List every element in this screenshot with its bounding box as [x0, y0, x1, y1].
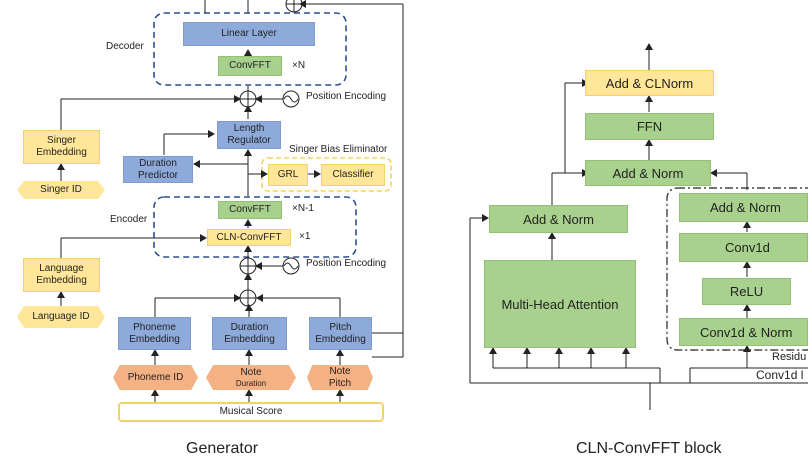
- note-pitch-line1: Note: [329, 365, 351, 377]
- conv1d-box: Conv1d: [679, 233, 808, 262]
- decoder-label: Decoder: [106, 41, 144, 52]
- conv1d-norm-box: Conv1d & Norm: [679, 318, 808, 346]
- grl-box: GRL: [268, 164, 308, 186]
- language-embedding-box: Language Embedding: [23, 258, 100, 292]
- singer-id-box: Singer ID: [17, 181, 105, 199]
- position-encoding-bottom-label: Position Encoding: [306, 258, 387, 269]
- generator-caption: Generator: [186, 440, 259, 457]
- multi-head-attention-box: Multi-Head Attention: [484, 260, 636, 348]
- note-pitch-box: Note Pitch: [307, 365, 373, 390]
- add-clnorm-box: Add & CLNorm: [585, 70, 714, 96]
- singer-embedding-box: Singer Embedding: [23, 130, 100, 164]
- linear-layer-box: Linear Layer: [183, 22, 315, 46]
- note-duration-line2: Duration: [235, 379, 267, 388]
- phoneme-embedding-box: Phoneme Embedding: [118, 317, 191, 350]
- residual-label: Residu: [772, 351, 807, 363]
- add-norm-right-box: Add & Norm: [679, 193, 808, 222]
- cln-block-caption: CLN-ConvFFT block: [576, 440, 722, 457]
- language-id-box: Language ID: [17, 306, 105, 328]
- duration-predictor-box: Duration Predictor: [123, 156, 193, 183]
- cln-convfft-box: CLN-ConvFFT: [207, 229, 291, 246]
- decoder-group: [153, 12, 347, 86]
- times-n-minus-1-label: ×N-1: [292, 203, 314, 214]
- add-norm-top-box: Add & Norm: [585, 160, 711, 186]
- conv1d-residual-label: Conv1d l: [756, 368, 804, 382]
- add-norm-left-box: Add & Norm: [489, 205, 628, 233]
- pitch-embedding-box: Pitch Embedding: [309, 317, 372, 350]
- note-pitch-line2: Pitch: [328, 377, 352, 389]
- relu-box: ReLU: [702, 278, 791, 305]
- ffn-box: FFN: [585, 113, 714, 140]
- singer-bias-group: [261, 157, 392, 192]
- classifier-box: Classifier: [321, 164, 385, 186]
- times-n-label: ×N: [292, 60, 306, 71]
- encoder-label: Encoder: [110, 214, 148, 225]
- convfft-decoder-box: ConvFFT: [218, 56, 282, 76]
- musical-score-box: Musical Score: [118, 402, 384, 422]
- note-duration-box: Note Duration: [206, 365, 296, 390]
- note-duration-line1: Note: [240, 367, 262, 378]
- phoneme-id-box: Phoneme ID: [113, 365, 198, 390]
- length-regulator-box: Length Regulator: [217, 121, 281, 149]
- convfft-encoder-box: ConvFFT: [218, 201, 282, 219]
- encoder-group: [153, 196, 357, 258]
- singer-bias-eliminator-label: Singer Bias Eliminator: [289, 144, 388, 155]
- position-encoding-top-label: Position Encoding: [306, 91, 387, 102]
- times-1-label: ×1: [299, 231, 311, 242]
- duration-embedding-box: Duration Embedding: [212, 317, 287, 350]
